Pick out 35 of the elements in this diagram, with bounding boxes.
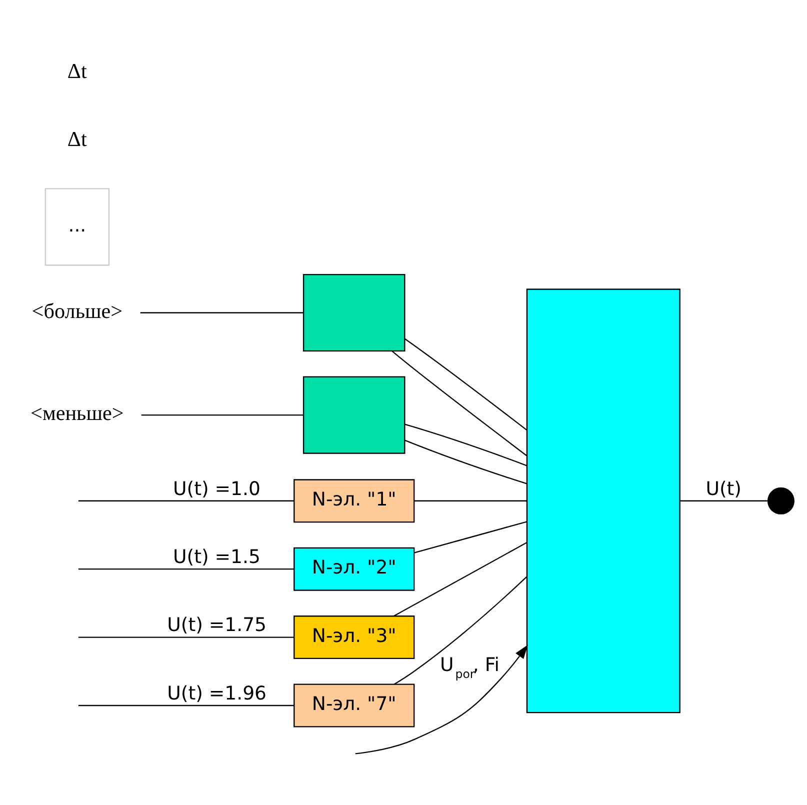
node-circle [767,486,794,514]
node-box [302,376,406,454]
edge-label: U$_{por}$, Fi [440,654,500,681]
node-box: N-эл. "3" [294,615,415,659]
connector [394,576,527,684]
label: Δt [67,58,87,83]
node-box [302,273,406,352]
connector [141,414,304,416]
node-box [526,288,680,713]
connector [680,500,768,501]
connector [414,500,527,501]
arrow [355,644,528,754]
node-text: <больше> [32,298,123,322]
node-text: <меньше> [30,400,124,425]
connector [404,439,527,484]
edge-label: U(t) =1.0 [173,478,260,500]
connector [404,423,528,466]
edge-label: U(t) =1.96 [167,682,267,704]
connector [78,704,294,706]
node-box: N-эл. "2" [294,546,415,590]
connector [392,350,527,456]
edge-label: U(t) =1.75 [167,614,267,636]
edge-label: U(t) [706,478,742,500]
node-box: N-эл. "1" [294,478,415,522]
connector [78,568,294,570]
connector [394,542,527,616]
connector [78,500,294,501]
node-box: N-эл. "7" [294,683,415,727]
edge-label: U(t) =1.5 [173,546,260,568]
connector [140,312,304,313]
connector [404,338,527,430]
connector [414,520,527,553]
node-box: ... [44,188,110,266]
label: Δt [67,126,87,151]
connector [78,636,294,638]
